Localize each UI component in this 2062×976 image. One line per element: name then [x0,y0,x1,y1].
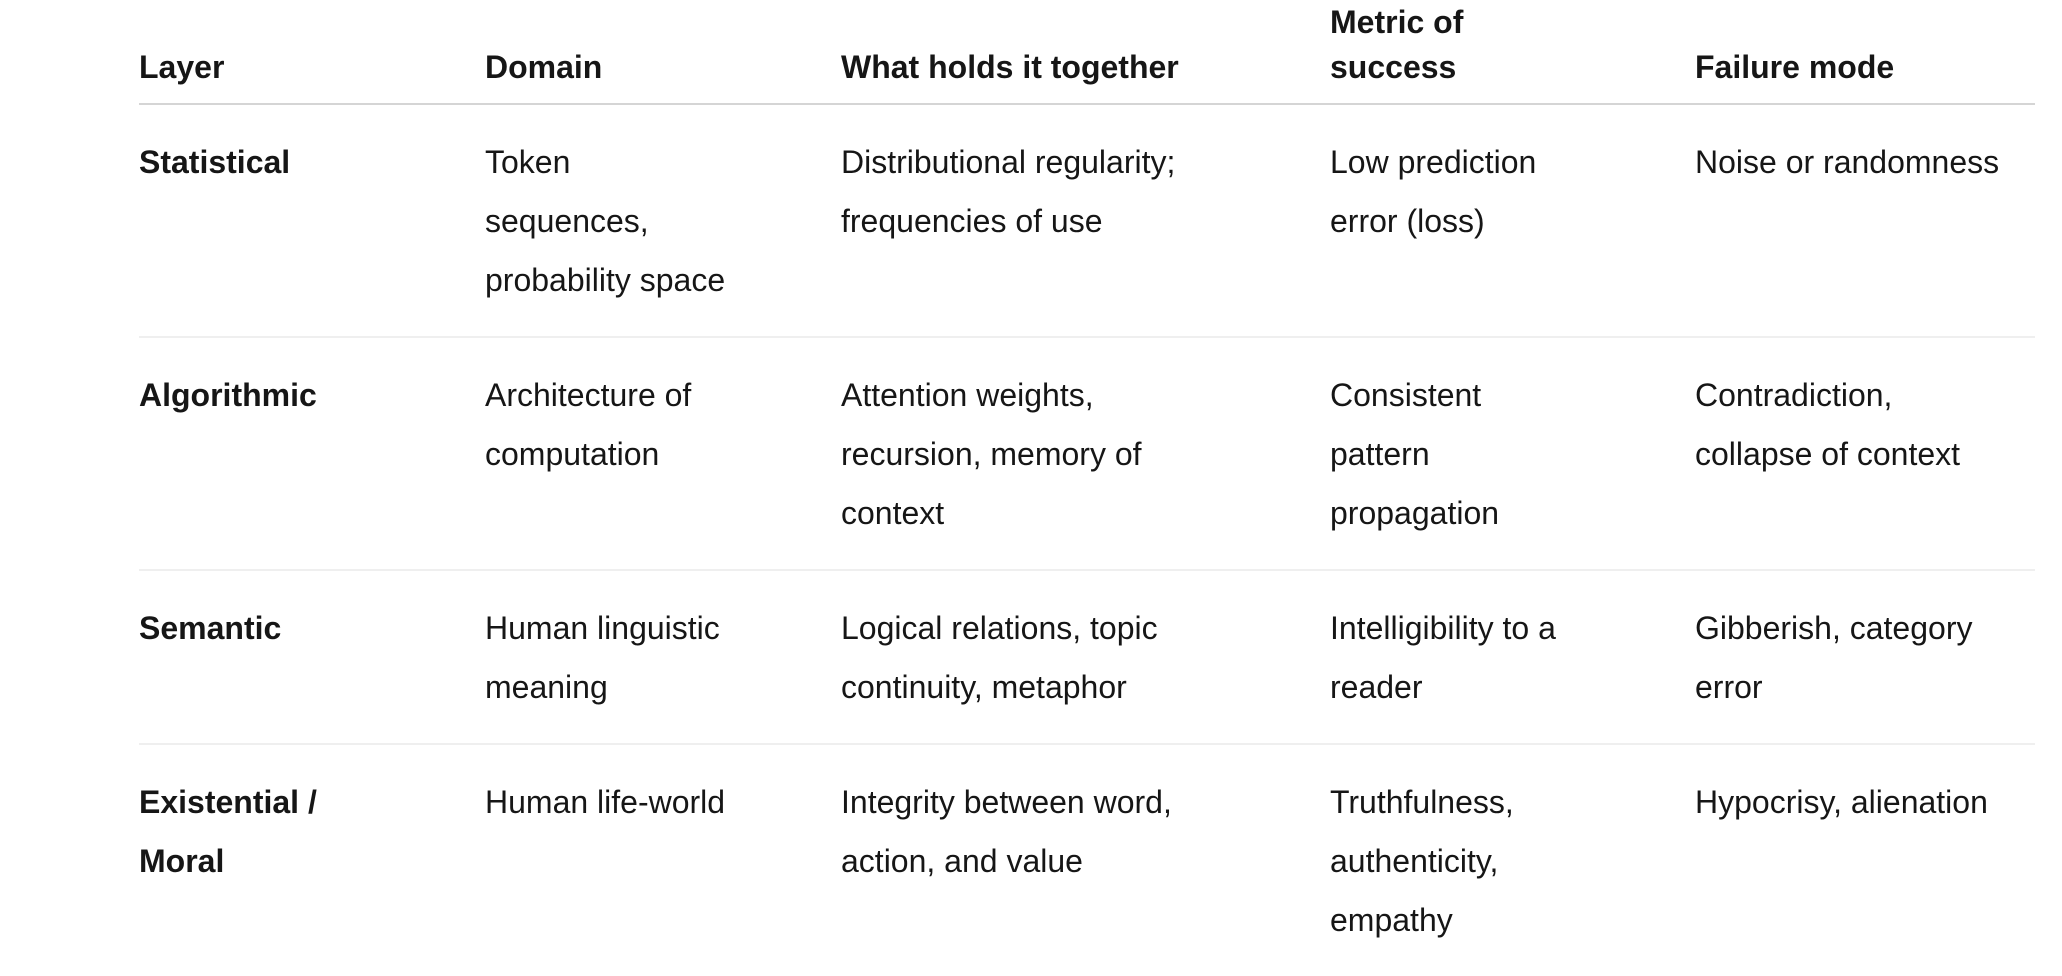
cell-metric: Intelligibility to a reader [1330,570,1695,745]
header-cell-metric: Metric of success [1330,0,1695,105]
cell-holds: Attention weights, recursion, memory of … [841,337,1330,571]
header-cell-layer: Layer [139,0,485,105]
header-cell-failure: Failure mode [1695,0,2035,105]
cell-layer: Existential / Moral [139,784,317,879]
header-cell-holds: What holds it together [841,0,1330,105]
layers-table: Layer Domain What holds it together Metr… [139,0,2035,976]
header-row: Layer Domain What holds it together Metr… [139,0,2035,105]
cell-domain: Architecture of computation [485,337,841,571]
cell-holds: Logical relations, topic continuity, met… [841,570,1330,745]
cell-layer: Algorithmic [139,337,485,571]
cell-failure: Noise or randomness [1695,104,2035,338]
table-row-semantic: Semantic Human linguistic meaning Logica… [139,570,2035,745]
cell-metric: Consistent pattern propagation [1330,337,1695,571]
header-cell-domain: Domain [485,0,841,105]
cell-holds: Integrity between word, action, and valu… [841,784,1172,879]
table-row-algorithmic: Algorithmic Architecture of computation … [139,337,2035,571]
table-container: Layer Domain What holds it together Metr… [139,0,2035,976]
cell-domain: Human linguistic meaning [485,570,841,745]
cell-metric: Low prediction error (loss) [1330,104,1695,338]
cell-metric: Truthfulness, authenticity, empathy [1330,784,1514,938]
cell-layer: Semantic [139,570,485,745]
cell-failure: Hypocrisy, alienation [1695,784,1988,820]
cell-holds: Distributional regularity; frequencies o… [841,104,1330,338]
cell-failure: Contradiction, collapse of context [1695,337,2035,571]
cell-domain: Human life-world [485,784,726,820]
cell-failure: Gibberish, category error [1695,570,2035,745]
table-row-existential-moral: Existential / Moral Human life-world Int… [139,744,2035,976]
table-row-statistical: Statistical Token sequences, probability… [139,104,2035,338]
cell-layer: Statistical [139,104,485,338]
cell-domain: Token sequences, probability space [485,104,841,338]
